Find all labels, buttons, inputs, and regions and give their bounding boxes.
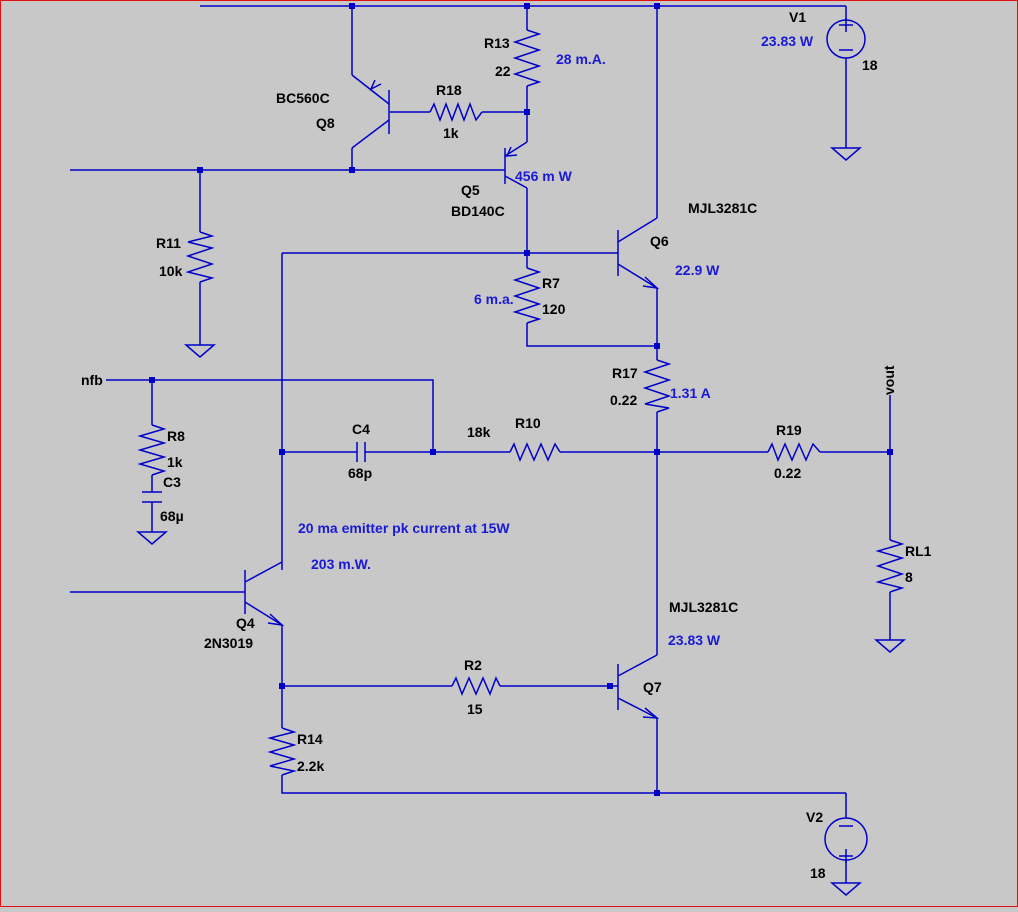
v2-voltage-source [824,817,868,863]
r19-name: R19 [776,422,802,438]
q7-power-annotation: 23.83 W [668,632,721,648]
r19-value: 0.22 [774,465,801,481]
q5-power-annotation: 456 m W [515,168,573,184]
r7-value: 120 [542,301,566,317]
v2-value: 18 [810,865,826,881]
vout-net-label: vout [881,365,897,395]
r13-current-annotation: 28 m.A. [556,51,606,67]
c3-capacitor [142,491,162,503]
r17-current-annotation: 1.31 A [670,385,711,401]
q6-power-annotation: 22.9 W [675,262,720,278]
r18-value: 1k [443,125,459,141]
ground-icon [829,882,863,896]
r7-resistor [512,267,542,324]
r14-resistor [267,727,297,776]
rl1-value: 8 [905,569,913,585]
r7-name: R7 [542,275,560,291]
r11-value: 10k [159,263,183,279]
v2-name: V2 [806,809,823,825]
v1-power-annotation: 23.83 W [761,33,814,49]
q4-name: Q4 [236,615,255,631]
r17-name: R17 [612,365,638,381]
r7-current-annotation: 6 m.a. [474,291,514,307]
r8-value: 1k [167,454,183,470]
annotations: 23.83 W 28 m.A. 456 m W 22.9 W 6 m.a. 1.… [298,33,814,648]
r11-name: R11 [156,235,181,251]
r2-name: R2 [464,657,482,673]
r10-resistor [509,442,561,462]
q5-model: BD140C [451,203,505,219]
c4-capacitor [356,442,366,462]
ground-icon [135,531,169,545]
r8-resistor [137,424,167,476]
q8-model: BC560C [276,90,330,106]
component-labels: R13 22 R18 1k BC560C Q8 Q5 BD140C MJL328… [81,9,932,881]
c4-value: 68p [348,465,372,481]
r18-resistor [429,101,483,123]
nfb-net-label: nfb [81,372,103,388]
c3-value: 68µ [160,508,184,524]
r17-value: 0.22 [610,392,637,408]
c3-name: C3 [163,474,181,490]
r18-name: R18 [436,82,462,98]
r8-name: R8 [167,428,185,444]
q7-model: MJL3281C [669,599,738,615]
emitter-current-note: 20 ma emitter pk current at 15W [298,520,510,536]
r13-value: 22 [495,63,511,79]
r2-value: 15 [467,701,483,717]
v1-name: V1 [789,9,806,25]
r14-name: R14 [297,731,323,747]
r13-resistor [512,29,542,87]
q7-name: Q7 [643,679,662,695]
v1-value: 18 [862,57,878,73]
q5-transistor [504,141,528,189]
q6-model: MJL3281C [688,200,757,216]
ground-icon [183,344,217,358]
junctions [149,3,893,796]
wires [70,5,891,883]
ground-icon [829,147,863,161]
r10-value: 18k [467,424,491,440]
q8-name: Q8 [316,115,335,131]
q6-transistor [617,217,660,290]
ground-icon [873,639,907,653]
r19-resistor [767,442,821,462]
c4-name: C4 [352,421,370,437]
r14-value: 2.2k [297,758,324,774]
q8-transistor [351,74,390,149]
q4-power-annotation: 203 m.W. [311,556,371,572]
q4-transistor [244,561,285,627]
r17-resistor [642,359,672,413]
rl1-resistor [875,539,905,593]
q6-name: Q6 [650,233,669,249]
r11-resistor [185,231,215,283]
q5-name: Q5 [461,182,480,198]
q4-model: 2N3019 [204,635,253,651]
r2-resistor [451,676,501,696]
v1-voltage-source [826,18,866,59]
r10-name: R10 [515,415,541,431]
r13-name: R13 [484,35,510,51]
q7-transistor [617,654,660,719]
rl1-name: RL1 [905,543,932,559]
